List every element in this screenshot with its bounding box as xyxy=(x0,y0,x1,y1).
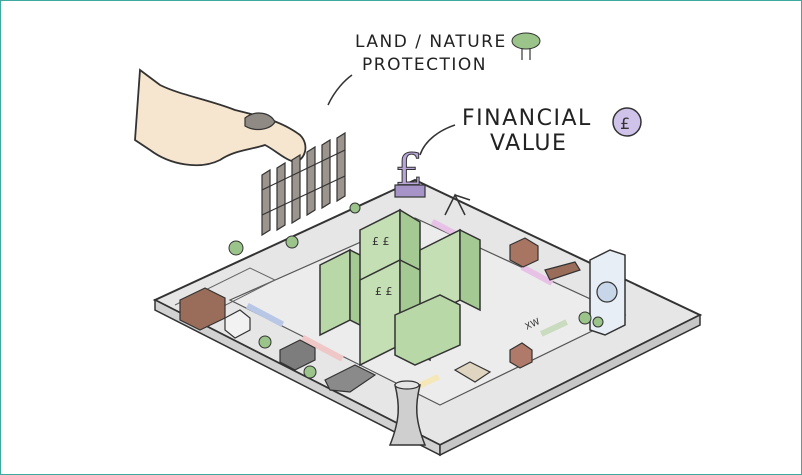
svg-text:£: £ xyxy=(620,114,630,133)
svg-text:FINANCIAL: FINANCIAL xyxy=(462,106,592,131)
svg-text:LAND / NATURE: LAND / NATURE xyxy=(355,32,507,52)
svg-text:£ £: £ £ xyxy=(372,235,390,248)
land-nature-label: LAND / NATURE PROTECTION xyxy=(327,32,507,106)
svg-text:£ £: £ £ xyxy=(375,285,393,298)
fence-icon xyxy=(261,131,346,237)
green-buildings: £ £ £ £ xyxy=(319,208,481,367)
boat-icon xyxy=(544,261,581,281)
financial-value-label: FINANCIAL VALUE xyxy=(419,106,592,156)
swing-icon xyxy=(444,193,471,216)
hand-icon xyxy=(134,68,307,167)
cooling-tower-icon xyxy=(388,380,427,446)
tree-icon xyxy=(228,202,604,379)
pound-statue-icon: £ xyxy=(394,145,426,198)
pound-coin-icon: £ xyxy=(612,107,642,137)
svg-text:£: £ xyxy=(395,145,423,196)
house-icon xyxy=(179,237,539,393)
tree-icon xyxy=(511,32,541,60)
svg-text:VALUE: VALUE xyxy=(490,131,567,156)
phone-icon xyxy=(589,249,626,336)
svg-text:PROTECTION: PROTECTION xyxy=(362,55,487,75)
